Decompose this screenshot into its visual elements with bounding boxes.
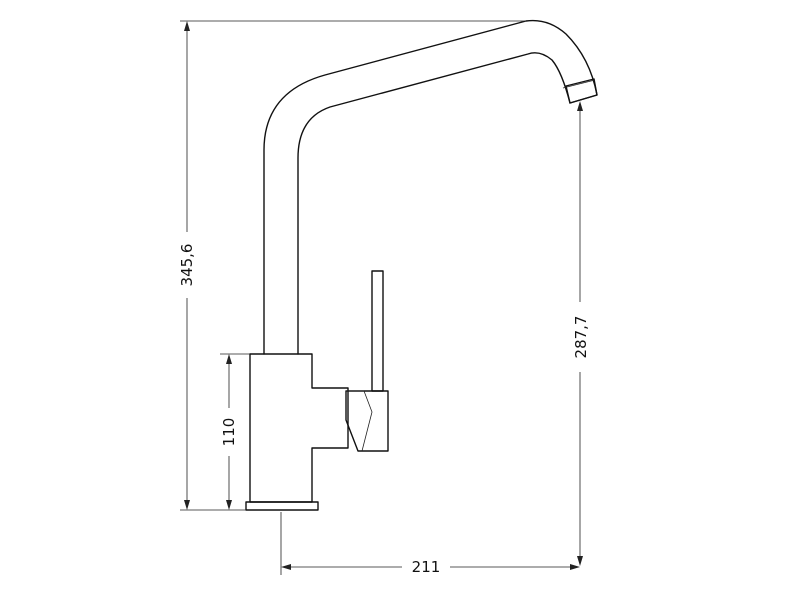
label-total-height: 345,6 xyxy=(178,244,196,287)
label-base-height: 110 xyxy=(220,418,238,447)
arrow-spout-top xyxy=(577,101,583,111)
aerator xyxy=(565,78,598,104)
dimension-spout-reach: 211 xyxy=(280,512,580,576)
lever-cartridge-detail xyxy=(346,390,373,452)
mounting-plate xyxy=(245,501,319,511)
arrow-reach-left xyxy=(281,564,291,570)
spout-column xyxy=(263,19,598,355)
arrow-total-bottom xyxy=(184,500,190,510)
arrow-base-top xyxy=(226,354,232,364)
base-body xyxy=(249,353,349,503)
arrow-spout-bottom xyxy=(577,556,583,566)
dimension-spout-height: 287,7 xyxy=(572,101,590,566)
label-spout-reach: 211 xyxy=(412,558,441,576)
arrow-total-top xyxy=(184,21,190,31)
lever-handle xyxy=(371,270,384,392)
arrow-base-bottom xyxy=(226,500,232,510)
dimension-total-height: 345,6 xyxy=(178,20,526,511)
lever-cartridge xyxy=(345,390,389,452)
label-spout-height: 287,7 xyxy=(572,316,590,359)
aerator-ring xyxy=(562,79,596,89)
dimension-base-height: 110 xyxy=(220,353,250,510)
arrow-reach-right xyxy=(570,564,580,570)
faucet-outline xyxy=(245,19,598,511)
